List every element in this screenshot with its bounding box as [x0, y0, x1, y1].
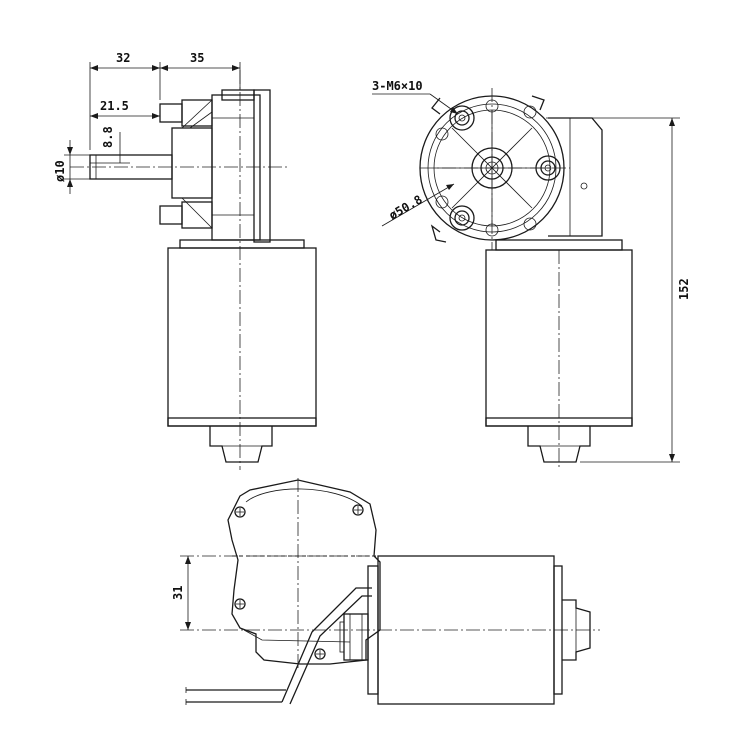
front-end-cap [527, 426, 591, 463]
side-motor-bottom-ring [167, 417, 317, 427]
side-view: 32 35 21.5 8.8 ø10 [53, 51, 317, 470]
screw-icon [314, 648, 326, 660]
side-motor-top-ring [179, 239, 305, 249]
side-motor-body [167, 247, 317, 427]
dim-152: 152 [677, 278, 691, 300]
dim-21-5: 21.5 [100, 99, 129, 113]
screw-icon [234, 598, 246, 610]
side-gear-housing [211, 94, 261, 241]
screw-icon [234, 506, 246, 518]
dim-8-8: 8.8 [101, 126, 115, 148]
side-end-cap [209, 426, 273, 463]
screw-icon [352, 504, 364, 516]
bottom-gear-housing [227, 479, 381, 665]
dim-shaft-diameter: ø10 [53, 160, 67, 182]
dim-31: 31 [171, 586, 185, 600]
dim-32: 32 [116, 51, 130, 65]
bottom-view: 31 [171, 478, 600, 705]
dim-35: 35 [190, 51, 204, 65]
front-mounting-hole [449, 205, 475, 231]
front-mounting-hole [449, 105, 475, 131]
bottom-bracket [281, 587, 372, 703]
callout-bolt-circle: ø50.8 [387, 192, 425, 222]
front-view: 3-M6×10 ø50.8 152 [372, 79, 691, 470]
callout-mounting-holes: 3-M6×10 [372, 79, 423, 93]
side-flange [253, 89, 271, 243]
